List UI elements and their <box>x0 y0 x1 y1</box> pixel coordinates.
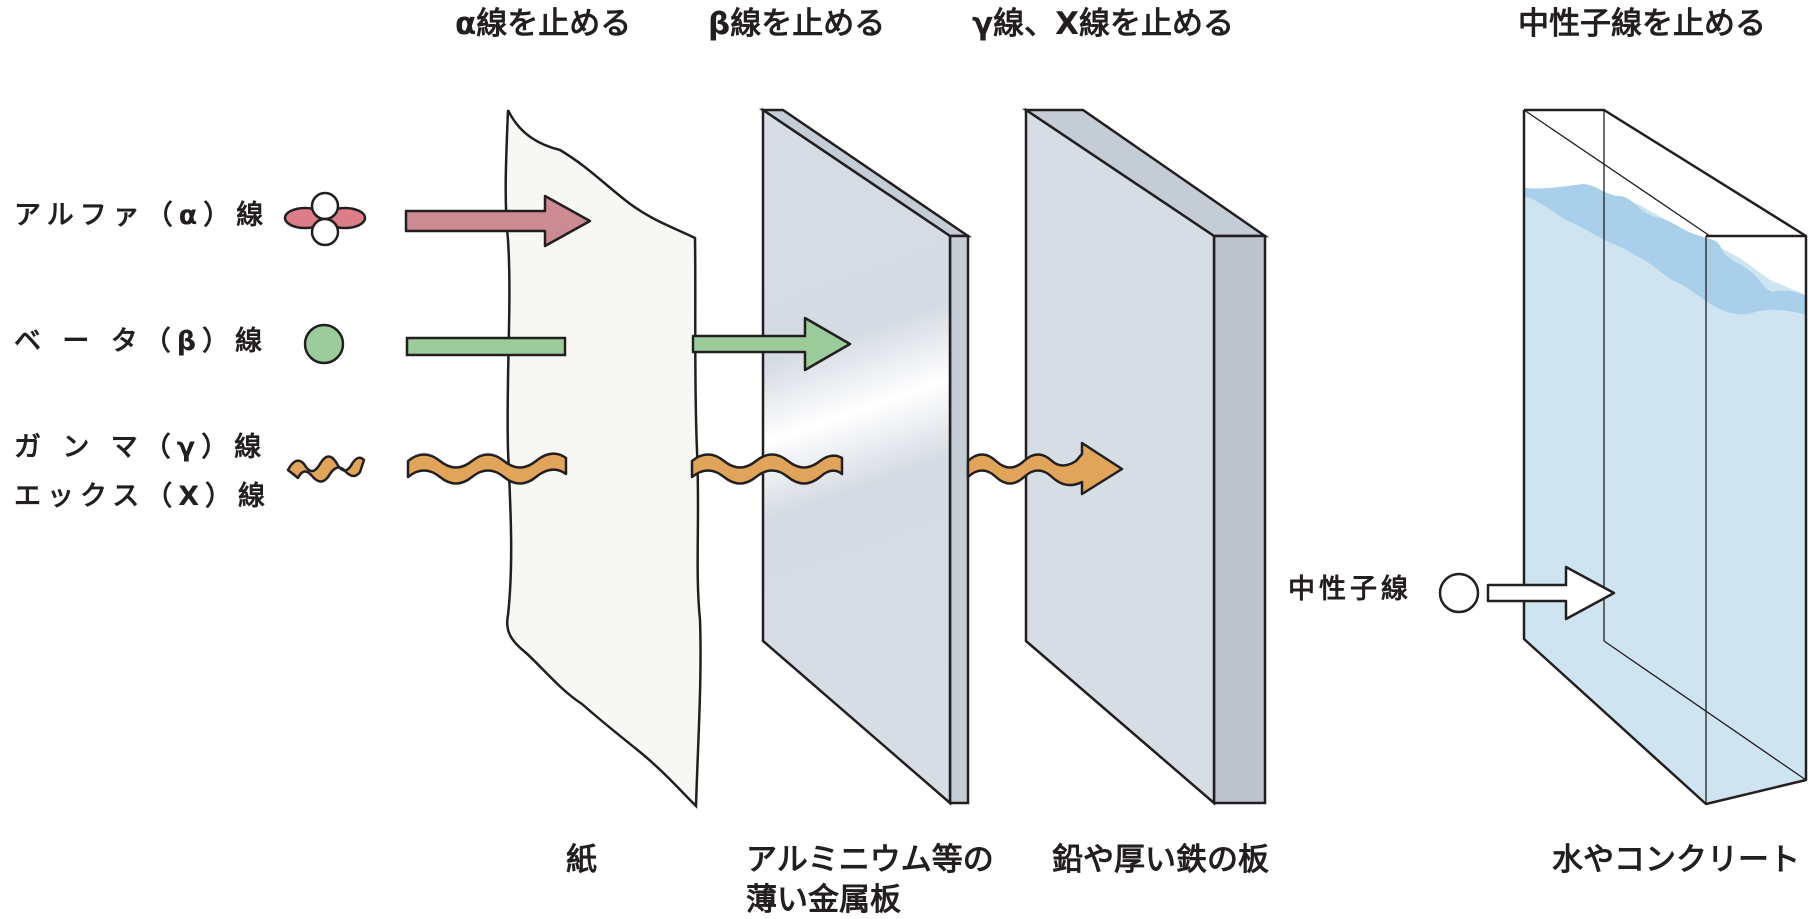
alpha-particle-icon <box>283 191 367 247</box>
neutron-stop-heading: 中性子線を止める <box>1518 6 1766 42</box>
gamma-label: ガ ン マ（γ）線 <box>14 432 268 463</box>
neutron-particle-icon <box>1438 572 1480 614</box>
gamma-stop-heading: γ線、X線を止める <box>972 6 1235 42</box>
beta-stop-heading: β線を止める <box>708 6 886 42</box>
xray-label: エックス（X）線 <box>14 481 272 512</box>
beta-ray-bar-before-paper <box>405 336 567 357</box>
paper-label: 紙 <box>566 842 597 878</box>
gamma-wave-icon <box>286 455 366 483</box>
aluminum-label-line2: 薄い金属板 <box>746 882 901 918</box>
beta-particle-icon <box>303 323 345 365</box>
aluminum-plate-edge <box>948 234 970 805</box>
gamma-ray-wave-through-aluminum <box>690 453 844 485</box>
paper-sheet <box>504 109 702 809</box>
gamma-ray-arrow <box>966 441 1124 496</box>
beta-ray-arrow <box>691 316 852 372</box>
water-surface <box>1524 184 1806 315</box>
lead-iron-label: 鉛や厚い鉄の板 <box>1052 842 1269 878</box>
gamma-ray-wave-before-paper <box>406 452 568 485</box>
water-concrete-label: 水やコンクリート <box>1552 842 1800 878</box>
alpha-ray-arrow <box>404 194 592 248</box>
beta-label: ベ ー タ（β）線 <box>14 326 269 357</box>
lead-plate-edge <box>1212 234 1267 805</box>
water-concrete-block <box>1522 108 1808 806</box>
neutron-label: 中性子線 <box>1288 574 1412 605</box>
neutron-ray-arrow <box>1486 565 1616 621</box>
alpha-stop-heading: α線を止める <box>455 6 632 42</box>
alpha-label: アルファ（α）線 <box>14 200 270 231</box>
aluminum-label-line1: アルミニウム等の <box>746 842 994 878</box>
